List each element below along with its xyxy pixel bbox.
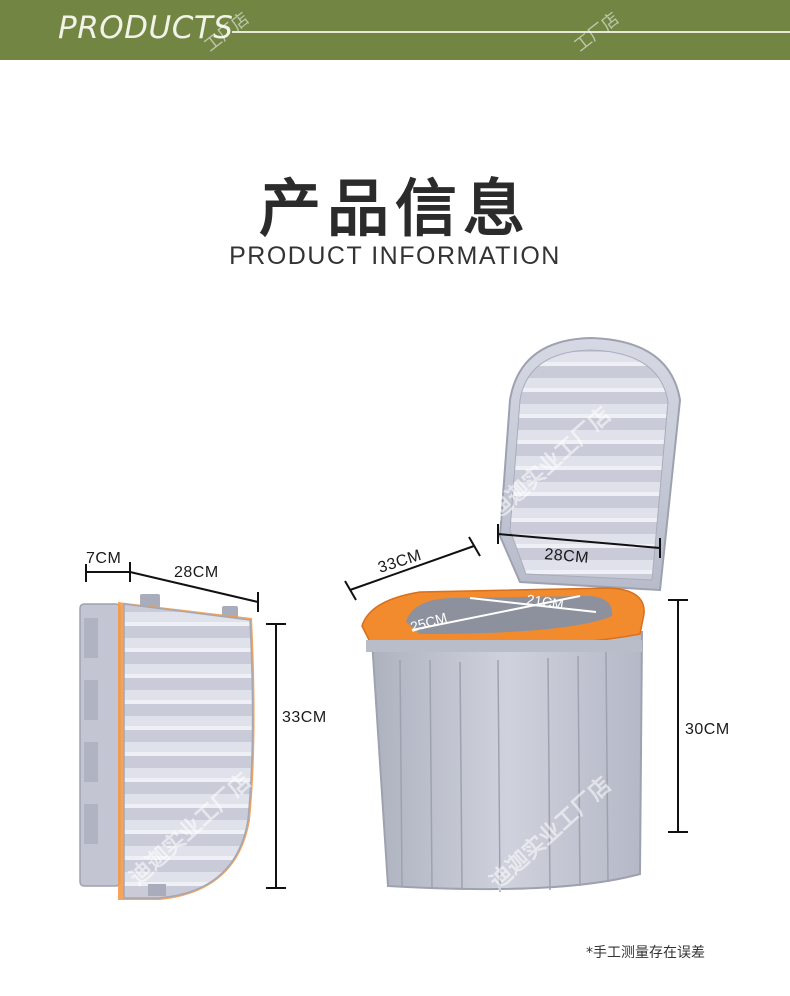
folded-depth-dimension: 7CM <box>85 550 131 582</box>
header-bar: PRODUCTS 工厂店 工厂店 <box>0 0 790 60</box>
product-drawing: 7CM 28CM 33CM <box>79 336 730 900</box>
measurement-footnote: *手工测量存在误差 <box>586 945 705 961</box>
lid-width-label: 28CM <box>544 546 590 567</box>
header-title: PRODUCTS <box>58 10 234 46</box>
product-illustration: 7CM 28CM 33CM <box>0 300 790 920</box>
opening-width-label: 21CM <box>526 591 565 612</box>
folded-toilet <box>79 594 255 900</box>
folded-depth-label: 7CM <box>86 550 121 567</box>
open-toilet <box>361 336 682 893</box>
page-subtitle: PRODUCT INFORMATION <box>229 242 561 270</box>
open-height-dimension: 30CM <box>668 599 730 833</box>
open-height-label: 30CM <box>685 721 730 738</box>
folded-width-dimension: 28CM <box>129 564 259 612</box>
folded-height-dimension: 33CM <box>266 623 327 889</box>
page-title: 产品信息 <box>258 172 531 245</box>
header-watermark-2: 工厂店 <box>570 8 624 57</box>
lid-width-dimension: 28CM <box>497 524 661 567</box>
folded-width-label: 28CM <box>174 564 219 581</box>
folded-height-label: 33CM <box>282 709 327 726</box>
header-divider <box>232 31 790 33</box>
